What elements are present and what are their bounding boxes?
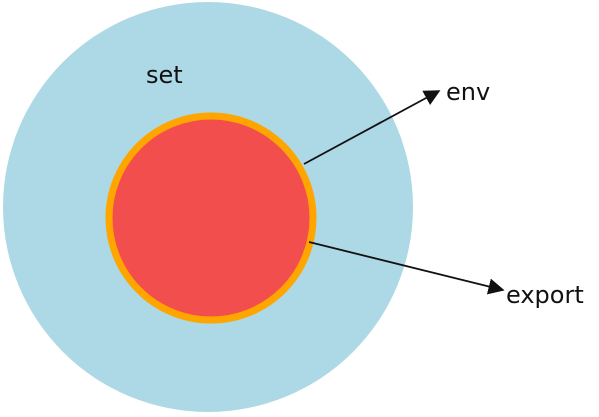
env-arrow bbox=[303, 90, 441, 165]
inner-set-circle bbox=[105, 112, 317, 324]
env-label: env bbox=[446, 78, 490, 106]
set-label: set bbox=[146, 61, 183, 89]
export-label: export bbox=[506, 281, 584, 309]
export-arrow bbox=[308, 241, 505, 295]
